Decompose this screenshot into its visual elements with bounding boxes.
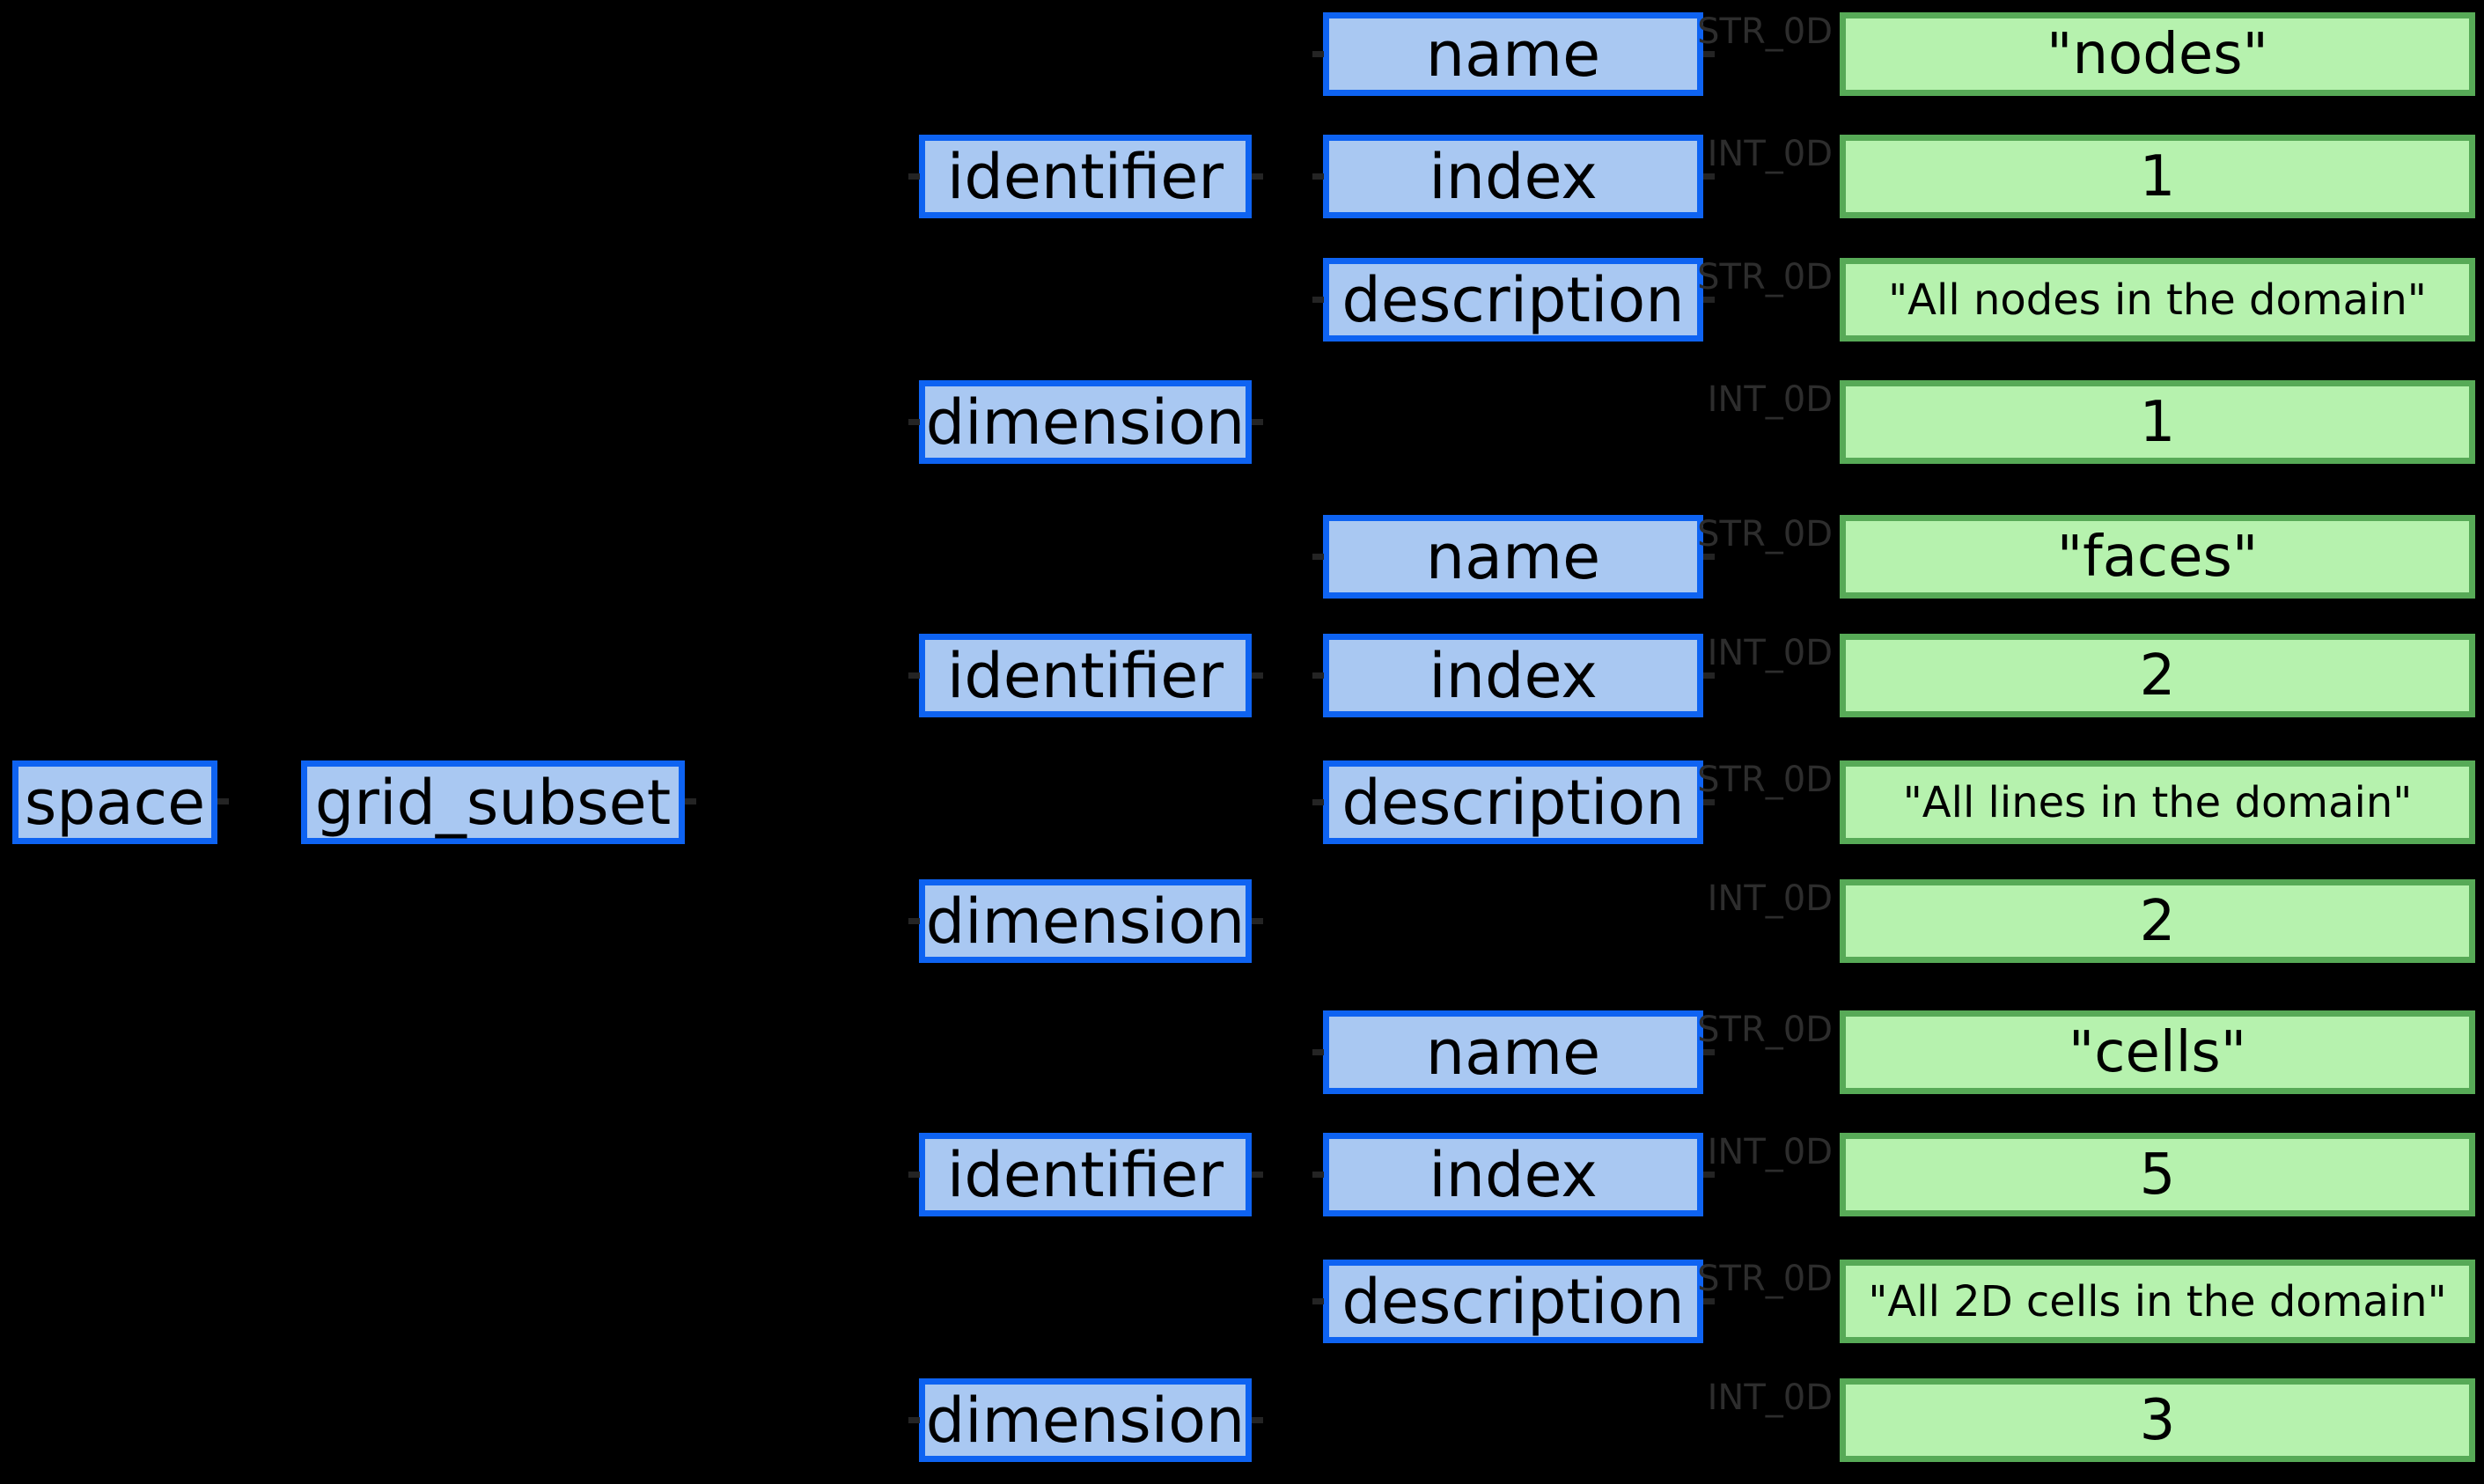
- edge-type-label: STR_0D: [1697, 760, 1833, 800]
- node-dimension: dimension: [919, 380, 1252, 464]
- edge-type-label: INT_0D: [1707, 1132, 1833, 1172]
- edge-type-label: STR_0D: [1697, 1010, 1833, 1050]
- edge-stub: [1252, 173, 1263, 180]
- value-index: 2: [1840, 634, 2475, 717]
- edge-stub: [1703, 1298, 1715, 1304]
- edge-stub: [1703, 51, 1715, 57]
- node-name: name: [1323, 12, 1703, 96]
- edge-stub: [1312, 297, 1324, 303]
- node-index: index: [1323, 1133, 1703, 1216]
- node-identifier: identifier: [919, 135, 1252, 218]
- edge-stub: [1312, 1298, 1324, 1304]
- edge-stub: [1252, 1417, 1263, 1423]
- edge-type-label: INT_0D: [1707, 633, 1833, 673]
- edge-stub: [1703, 173, 1715, 180]
- edge-stub: [217, 798, 229, 804]
- node-space: space: [12, 760, 217, 844]
- value-dimension: 2: [1840, 879, 2475, 963]
- value-description: "All 2D cells in the domain": [1840, 1260, 2475, 1343]
- edge-stub: [1312, 51, 1324, 57]
- edge-stub: [1312, 1172, 1324, 1178]
- edge-stub: [908, 672, 920, 679]
- edge-type-label: INT_0D: [1707, 134, 1833, 174]
- edge-stub: [1703, 1172, 1715, 1178]
- value-name: "cells": [1840, 1010, 2475, 1094]
- edge-type-label: STR_0D: [1697, 257, 1833, 298]
- edge-stub: [685, 798, 696, 804]
- value-index: 5: [1840, 1133, 2475, 1216]
- edge-stub: [1312, 554, 1324, 560]
- edge-stub: [908, 173, 920, 180]
- edge-stub: [1703, 672, 1715, 679]
- edge-type-label: STR_0D: [1697, 11, 1833, 52]
- edge-stub: [1312, 672, 1324, 679]
- edge-type-label: STR_0D: [1697, 1259, 1833, 1299]
- edge-stub: [1252, 1172, 1263, 1178]
- edge-stub: [1703, 554, 1715, 560]
- value-description: "All nodes in the domain": [1840, 258, 2475, 342]
- edge-type-label: STR_0D: [1697, 514, 1833, 555]
- edge-stub: [1252, 672, 1263, 679]
- node-description: description: [1323, 760, 1703, 844]
- edge-stub: [908, 419, 920, 425]
- edge-type-label: INT_0D: [1707, 1377, 1833, 1418]
- edge-stub: [908, 1172, 920, 1178]
- node-description: description: [1323, 1260, 1703, 1343]
- node-identifier: identifier: [919, 634, 1252, 717]
- node-grid-subset: grid_subset: [301, 760, 685, 844]
- value-dimension: 1: [1840, 380, 2475, 464]
- node-name: name: [1323, 1010, 1703, 1094]
- edge-stub: [1703, 297, 1715, 303]
- value-name: "faces": [1840, 515, 2475, 599]
- value-description: "All lines in the domain": [1840, 760, 2475, 844]
- edge-stub: [1252, 918, 1263, 924]
- value-name: "nodes": [1840, 12, 2475, 96]
- node-name: name: [1323, 515, 1703, 599]
- value-index: 1: [1840, 135, 2475, 218]
- edge-stub: [908, 918, 920, 924]
- node-dimension: dimension: [919, 879, 1252, 963]
- edge-stub: [1703, 1049, 1715, 1055]
- node-index: index: [1323, 634, 1703, 717]
- node-identifier: identifier: [919, 1133, 1252, 1216]
- value-dimension: 3: [1840, 1378, 2475, 1462]
- edge-stub: [1252, 419, 1263, 425]
- node-description: description: [1323, 258, 1703, 342]
- edge-type-label: INT_0D: [1707, 878, 1833, 919]
- edge-type-label: INT_0D: [1707, 379, 1833, 420]
- edge-stub: [908, 1417, 920, 1423]
- edge-stub: [1703, 799, 1715, 805]
- edge-stub: [1312, 173, 1324, 180]
- node-dimension: dimension: [919, 1378, 1252, 1462]
- edge-stub: [1312, 799, 1324, 805]
- node-index: index: [1323, 135, 1703, 218]
- edge-stub: [1312, 1049, 1324, 1055]
